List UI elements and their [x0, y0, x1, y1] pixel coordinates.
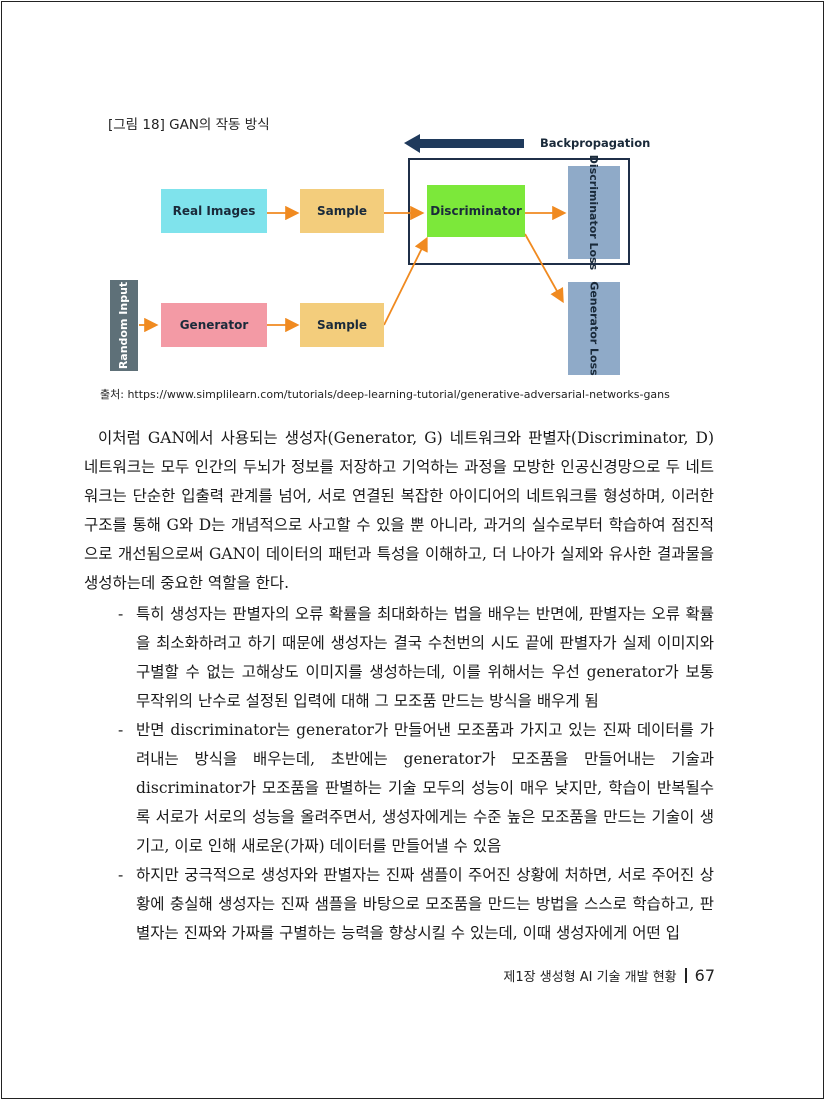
random-input-box: Random Input [110, 280, 138, 371]
bullet-dash: - [118, 721, 124, 739]
gan-diagram: Backpropagation Real Images Sample Discr… [100, 130, 650, 376]
discriminator-frame [408, 158, 630, 265]
backpropagation-label: Backpropagation [540, 136, 651, 150]
real-images-box: Real Images [161, 189, 267, 233]
figure-caption: [그림 18] GAN의 작동 방식 [108, 117, 270, 133]
bullet-item: -하지만 궁극적으로 생성자와 판별자는 진짜 샘플이 주어진 상황에 처하면,… [118, 861, 714, 948]
footer-divider [684, 968, 687, 983]
sample-bottom-box: Sample [300, 303, 384, 347]
random-input-label: Random Input [117, 281, 131, 370]
discriminator-loss-label: Discriminator Loss [587, 154, 601, 271]
page-footer: 제1장 생성형 AI 기술 개발 현황 67 [503, 966, 715, 985]
page-number: 67 [694, 966, 715, 985]
arrow-fake-sample-to-discriminator [383, 236, 428, 326]
bullet-text: 하지만 궁극적으로 생성자와 판별자는 진짜 샘플이 주어진 상황에 처하면, … [136, 866, 714, 942]
figure-source: 출처: https://www.simplilearn.com/tutorial… [100, 388, 670, 401]
bullet-text: 반면 discriminator는 generator가 만들어낸 모조품과 가… [136, 721, 714, 855]
footer-chapter: 제1장 생성형 AI 기술 개발 현황 [503, 970, 677, 985]
backpropagation-arrow [404, 134, 524, 153]
bullet-item: -특히 생성자는 판별자의 오류 확률을 최대화하는 법을 배우는 반면에, 판… [118, 600, 714, 716]
body-paragraph: 이처럼 GAN에서 사용되는 생성자(Generator, G) 네트워크와 판… [84, 429, 714, 592]
generator-loss-label: Generator Loss [587, 281, 601, 376]
bullet-text: 특히 생성자는 판별자의 오류 확률을 최대화하는 법을 배우는 반면에, 판별… [136, 605, 714, 710]
bullet-item: -반면 discriminator는 generator가 만들어낸 모조품과 … [118, 716, 714, 861]
discriminator-loss-box: Discriminator Loss [568, 155, 620, 270]
generator-loss-box: Generator Loss [568, 281, 620, 376]
generator-box: Generator [161, 303, 267, 347]
bullet-list: -특히 생성자는 판별자의 오류 확률을 최대화하는 법을 배우는 반면에, 판… [118, 600, 714, 948]
bullet-dash: - [118, 605, 124, 623]
discriminator-box: Discriminator [427, 185, 525, 237]
bullet-dash: - [118, 866, 124, 884]
sample-top-box: Sample [300, 189, 384, 233]
diagram-connectors [139, 134, 630, 333]
arrow-discriminator-to-gloss [524, 233, 564, 304]
